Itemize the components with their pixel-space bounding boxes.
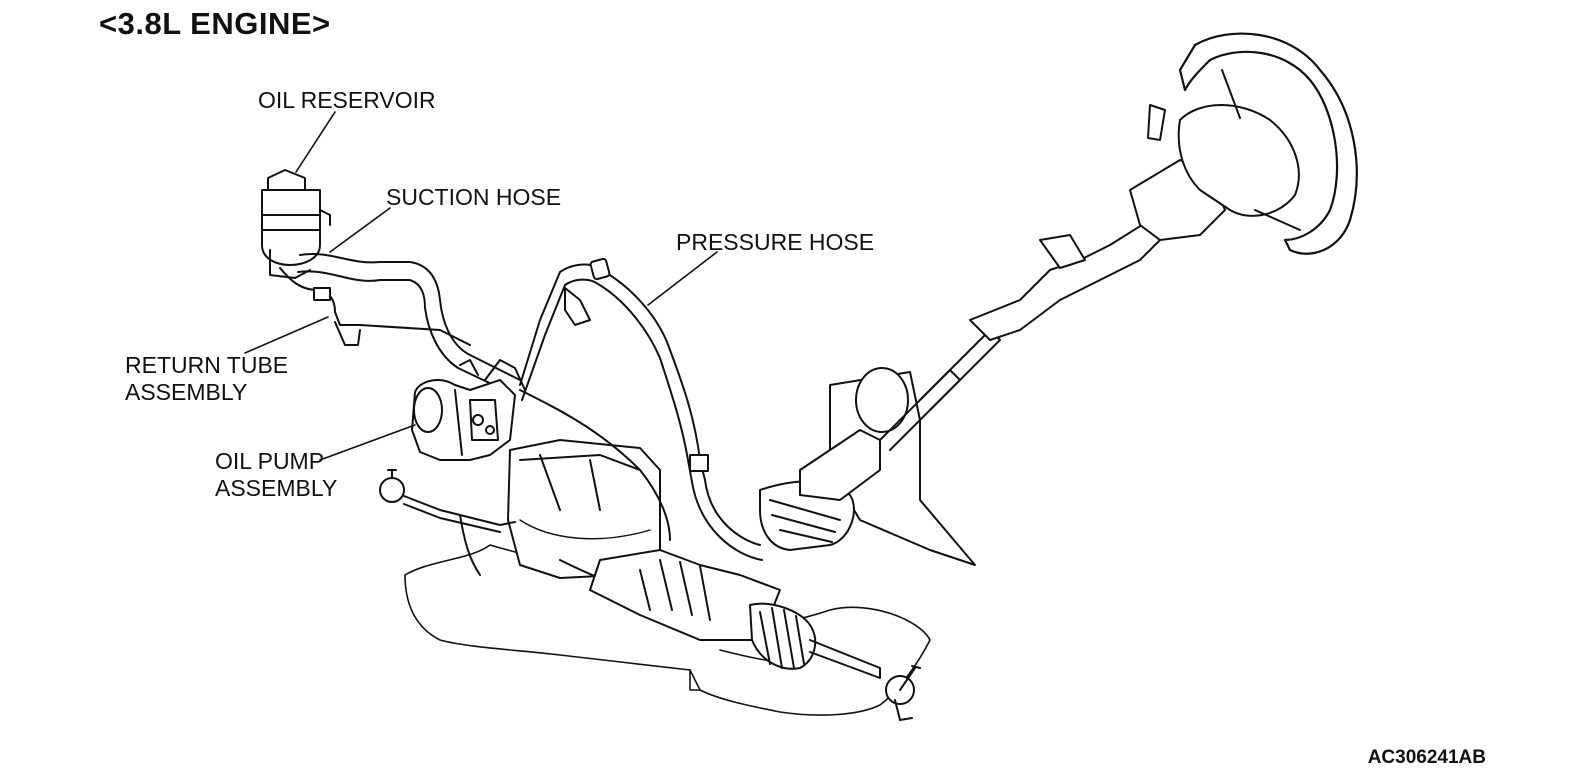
label-return-tube-line2: ASSEMBLY xyxy=(125,379,248,405)
leader-suction-hose xyxy=(330,208,390,252)
oil-pump xyxy=(412,360,525,460)
left-tie-rod xyxy=(380,470,515,575)
label-pressure-hose: PRESSURE HOSE xyxy=(676,229,875,255)
label-suction-hose: SUCTION HOSE xyxy=(386,184,562,210)
leader-pressure-hose xyxy=(648,252,717,305)
leader-oil-pump xyxy=(320,425,415,460)
suction-hose xyxy=(298,254,520,395)
figure-id: AC306241AB xyxy=(1367,747,1486,768)
pressure-hose xyxy=(520,258,762,560)
label-oil-reservoir: OIL RESERVOIR xyxy=(258,87,436,113)
leader-lines xyxy=(245,112,717,460)
leader-oil-reservoir xyxy=(296,112,335,172)
label-oil-pump-line2: ASSEMBLY xyxy=(215,475,338,501)
label-return-tube: RETURN TUBE ASSEMBLY xyxy=(125,352,288,406)
oil-reservoir xyxy=(262,170,330,278)
diagram-title: <3.8L ENGINE> xyxy=(99,6,331,41)
steering-column xyxy=(760,34,1357,565)
rack-assembly xyxy=(590,550,920,720)
return-tube xyxy=(280,268,470,345)
label-oil-pump-line1: OIL PUMP xyxy=(215,448,325,474)
leader-return-tube xyxy=(245,317,328,353)
label-return-tube-line1: RETURN TUBE xyxy=(125,352,289,378)
label-oil-pump: OIL PUMP ASSEMBLY xyxy=(215,448,337,502)
